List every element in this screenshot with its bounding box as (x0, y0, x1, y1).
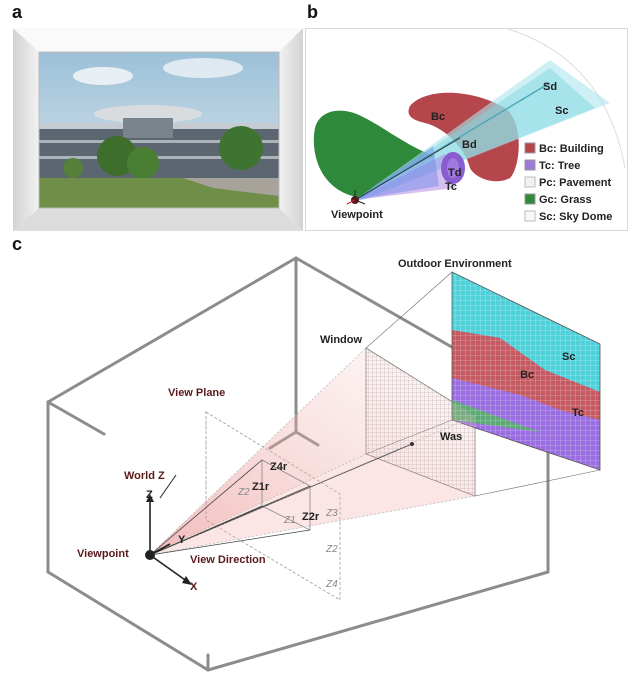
label-env-sc: Sc (562, 351, 575, 363)
label-axis-x: X (190, 581, 198, 593)
label-view-direction: View Direction (190, 554, 266, 566)
label-z4r: Z4r (270, 461, 288, 473)
building-direction-line (354, 137, 461, 201)
legend-grass: Gc: Grass (539, 194, 592, 206)
legend-swatch-sky (524, 210, 536, 222)
panel-a-letter: a (12, 2, 23, 22)
legend-swatch-tree (524, 159, 536, 171)
panel-b-letter: b (307, 2, 318, 22)
label-sd: Sd (543, 81, 557, 93)
label-env-bc: Bc (520, 369, 534, 381)
viewpoint-dot (145, 550, 155, 560)
legend-tree: Tc: Tree (539, 160, 580, 172)
label-was: Was (440, 431, 462, 443)
label-zone-z3: Z3 (325, 508, 338, 519)
panel-c-diagram: Outdoor Environment Window View Plane Wo… (46, 256, 601, 672)
label-td: Td (448, 167, 461, 179)
legend: Bc: Building Tc: Tree Pc: Pavement Gc: G… (524, 142, 612, 223)
panel-a-photo (13, 28, 303, 231)
label-bd: Bd (462, 139, 477, 151)
outdoor-environment-panel (451, 271, 601, 471)
panel-b-dome: Sd Sc Bc Bd Td Tc Viewpoint Bc: Building… (305, 28, 628, 231)
label-tc: Tc (445, 181, 457, 193)
label-axis-z: Z (146, 489, 153, 501)
label-zone-z2-right: Z2 (325, 544, 338, 555)
legend-swatch-pavement (524, 176, 536, 188)
label-window: Window (320, 334, 362, 346)
label-axis-y: Y (178, 534, 186, 546)
legend-swatch-building (524, 142, 536, 154)
label-view-plane: View Plane (168, 387, 225, 399)
label-z2r: Z2r (302, 511, 320, 523)
legend-pavement: Pc: Pavement (539, 177, 611, 189)
grass-shape (313, 110, 435, 198)
label-sc: Sc (555, 105, 568, 117)
view-cone (150, 348, 475, 555)
label-z1r: Z1r (252, 481, 270, 493)
label-bc: Bc (431, 111, 445, 123)
label-zone-z4: Z4 (325, 579, 338, 590)
label-world-z: World Z (124, 470, 165, 482)
label-env-tc: Tc (572, 407, 584, 419)
legend-swatch-grass (524, 193, 536, 205)
label-viewpoint-b: Viewpoint (331, 209, 383, 221)
legend-sky: Sc: Sky Dome (539, 211, 612, 223)
label-zone-z2-left: Z2 (237, 487, 250, 498)
panel-c-letter: c (12, 234, 23, 254)
label-zone-z1: Z1 (283, 515, 296, 526)
label-outdoor-environment: Outdoor Environment (398, 258, 512, 270)
legend-building: Bc: Building (539, 143, 604, 155)
label-viewpoint-c: Viewpoint (77, 548, 129, 560)
